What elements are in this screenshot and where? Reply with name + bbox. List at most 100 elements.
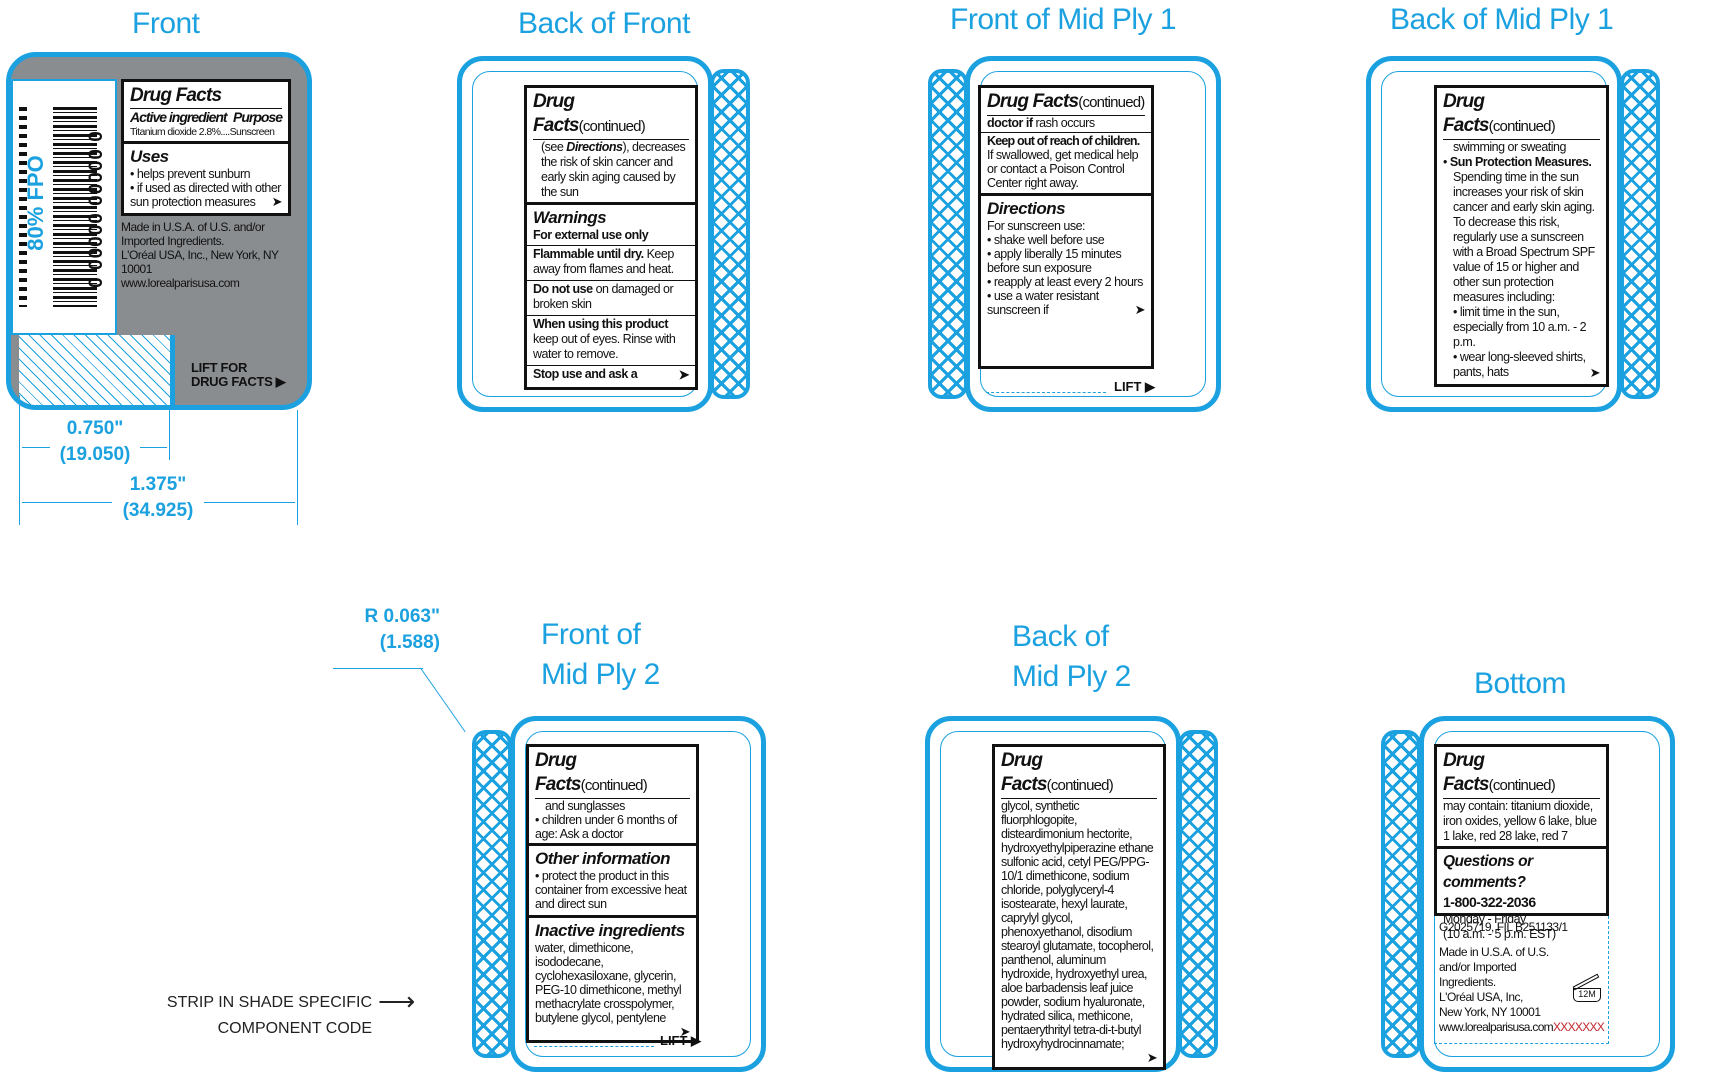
bottom-box: Drug Facts(continued) may contain: titan… (1434, 744, 1609, 941)
active-ingredient-line: Titanium dioxide 2.8%....Sunscreen (130, 126, 275, 138)
title-front-mid-ply-2-line1: Front of (541, 618, 641, 651)
active-ingredient-label: Active ingredient (130, 109, 228, 125)
continued-text: and sunglasses (545, 799, 625, 813)
direction-item: • apply liberally 15 minutes before sun … (987, 247, 1122, 275)
protection-item: • limit time in the sun, especially from… (1453, 305, 1587, 349)
drug-facts-heading: Drug Facts (1001, 750, 1047, 795)
protection-item: • wear long-sleeved shirts, pants, hats … (1453, 350, 1601, 380)
direction-item: • shake well before use (987, 233, 1105, 247)
made-in-text: Made in U.S.A. of U.S. and/or Imported I… (121, 220, 265, 248)
hatch-strip (472, 730, 512, 1058)
may-contain-text: may contain: titanium dioxide, iron oxid… (1443, 799, 1597, 843)
inactive-ingredients-text: water, dimethicone, isododecane, cyclohe… (535, 941, 682, 1025)
back-mid-ply-1-box: Drug Facts(continued) swimming or sweati… (1434, 85, 1609, 387)
continued-label: (continued) (1488, 118, 1556, 135)
continued-label: (continued) (1046, 777, 1114, 794)
dim-guide (297, 410, 298, 525)
dim-guide (19, 395, 20, 525)
use-item: • helps prevent sunburn (130, 167, 251, 181)
company-text: L'Oréal USA, Inc., New York, NY 10001 (121, 248, 279, 276)
company-text: L'Oréal USA, Inc, (1439, 990, 1523, 1004)
hatch-strip (1178, 730, 1218, 1058)
front-panel: 80% FPO 0 00000 00000 0 Drug Facts Activ… (6, 52, 312, 410)
title-back-mid-ply-2-line2: Mid Ply 2 (1012, 660, 1131, 693)
dim-width-in: 0.750" (66, 418, 124, 439)
dim-width-mm: (19.050) (59, 444, 131, 465)
front-mid-ply-1-box: Drug Facts(continued) doctor if rash occ… (978, 85, 1154, 369)
keep-out-heading: Keep out of reach of children. (987, 134, 1140, 148)
purpose-label: Purpose (232, 109, 283, 125)
strip-note-1: STRIP IN SHADE SPECIFIC (166, 994, 372, 1011)
direction-item: • use a water resistant sunscreen if ➤ (987, 289, 1146, 317)
radius-mm: (1.588) (379, 632, 440, 653)
do-not-use-text: on damaged or broken skin (533, 282, 674, 311)
hatch-strip (928, 69, 968, 399)
lift-label: LIFT ▶ (1114, 379, 1156, 394)
barcode-area: 80% FPO 0 00000 00000 0 (11, 79, 117, 335)
stop-use-text: Stop use and ask a (533, 367, 638, 381)
hatch-strip (710, 69, 750, 399)
back-of-front-box: Drug Facts(continued) (see Directions), … (524, 85, 698, 390)
title-back-of-front: Back of Front (518, 7, 690, 40)
continued-label: (continued) (1488, 777, 1556, 794)
barcode-small (19, 107, 27, 307)
dim-total-in: 1.375" (129, 474, 187, 495)
keep-out-text: If swallowed, get medical help or contac… (987, 148, 1139, 190)
inactive-ingredients-text: glycol, synthetic fluorphlogopite, diste… (1001, 799, 1154, 1051)
when-using-heading: When using this product (533, 317, 669, 331)
continued-text: swimming or sweating (1453, 140, 1566, 154)
hatch-strip (1381, 730, 1421, 1058)
lift-label-2: DRUG FACTS ▶ (191, 374, 286, 389)
drug-facts-heading: Drug Facts (130, 84, 282, 109)
radius-leader (420, 667, 466, 733)
lift-label-1: LIFT FOR (191, 360, 248, 375)
inactive-ingredients-heading: Inactive ingredients (535, 921, 685, 940)
lot-code: G2025719, FIL B251133/1 (1439, 920, 1568, 934)
intro-text: ), decreases the risk of skin cancer and… (541, 140, 686, 199)
uses-heading: Uses (130, 147, 169, 166)
drug-facts-heading: Drug Facts (1443, 91, 1489, 136)
code-placeholder: XXXXXXX (1552, 1020, 1605, 1034)
dim-guide (169, 410, 170, 460)
direction-item: • reapply at least every 2 hours (987, 275, 1143, 289)
phone-number: 1-800-322-2036 (1443, 894, 1536, 910)
back-mid-ply-2-box: Drug Facts(continued) glycol, synthetic … (992, 744, 1166, 1070)
warnings-heading: Warnings (533, 208, 607, 227)
front-mid-ply-2-box: Drug Facts(continued) and sunglasses • c… (526, 744, 699, 1043)
days-text: Monday - Friday (1443, 912, 1526, 926)
other-info-item: • protect the product in this container … (535, 869, 687, 911)
dashed-guide (986, 392, 1106, 393)
hatch-strip (1620, 69, 1660, 399)
drug-facts-heading: Drug Facts (533, 91, 579, 136)
arrow-right-icon: ⟶ (378, 986, 416, 1016)
sun-protection-heading: Sun Protection Measures. (1449, 155, 1592, 169)
dim-total-mm: (34.925) (122, 500, 194, 521)
continued-label: (continued) (578, 118, 646, 135)
website-text: www.lorealparisusa.com (121, 276, 240, 290)
warning-item: • children under 6 months of age: Ask a … (535, 813, 677, 841)
dashed-guide (534, 1046, 654, 1047)
radius-in: R 0.063" (364, 606, 440, 627)
barcode-digits: 0 00000 00000 0 (86, 130, 107, 288)
sun-protection-text: Spending time in the sun increases your … (1453, 170, 1595, 304)
when-using-text: keep out of eyes. Rinse with water to re… (533, 332, 676, 361)
use-item: • if used as directed with other sun pro… (130, 181, 283, 209)
drug-facts-heading: Drug Facts (535, 750, 581, 795)
drug-facts-heading: Drug Facts (1443, 750, 1489, 795)
website-text: www.lorealparisusa.com (1439, 1020, 1554, 1034)
directions-heading: Directions (987, 199, 1066, 218)
lift-label: LIFT ▶ (660, 1033, 702, 1048)
questions-heading: Questions or comments? (1443, 853, 1533, 891)
continued-label: (continued) (580, 777, 648, 794)
title-back-mid-ply-2-line1: Back of (1012, 620, 1109, 653)
strip-note-2: COMPONENT CODE (217, 1020, 372, 1037)
pao-label: 12M (1578, 989, 1596, 999)
pao-jar-icon: 12M (1573, 988, 1601, 1002)
external-use-text: For external use only (533, 228, 649, 242)
city-text: New York, NY 10001 (1439, 1005, 1541, 1019)
title-bottom: Bottom (1474, 667, 1567, 700)
doctor-text: rash occurs (1032, 116, 1095, 130)
flammable-text: Keep away from flames and heat. (533, 247, 674, 276)
